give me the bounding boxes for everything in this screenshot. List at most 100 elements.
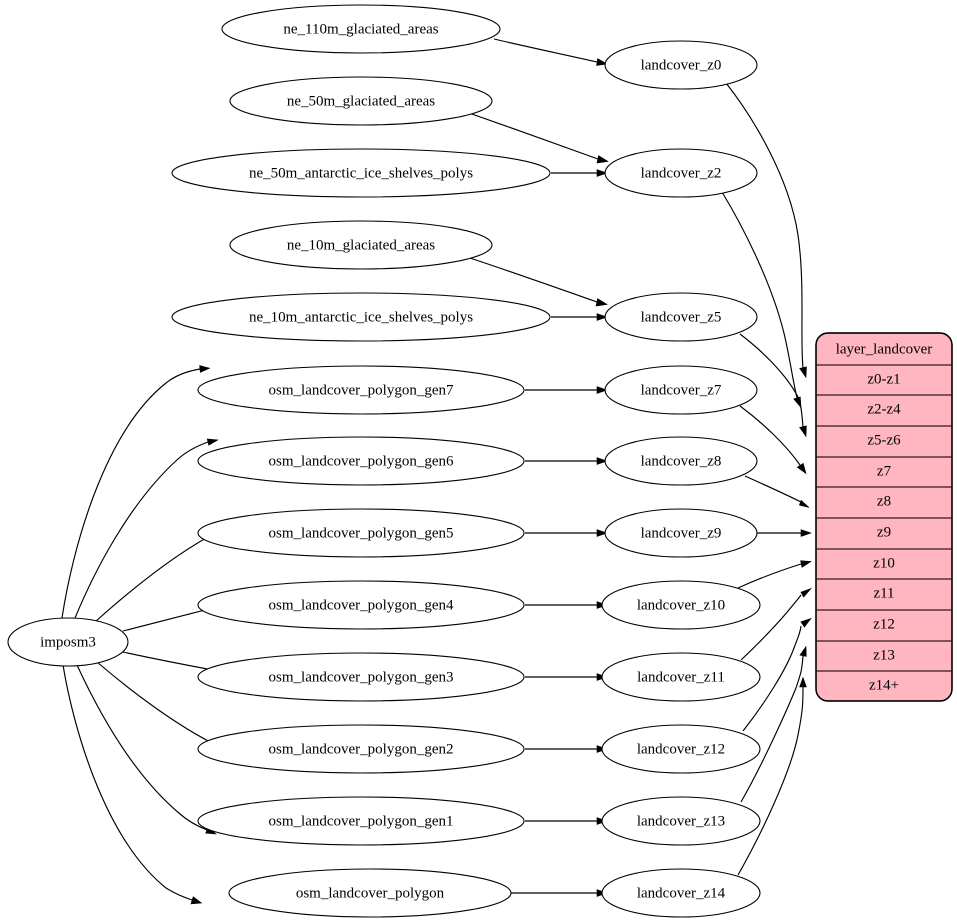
node-landcover-z5-shape[interactable] xyxy=(604,292,758,342)
node-landcover-z14-shape[interactable] xyxy=(601,868,761,918)
node-landcover-z0[interactable]: landcover_z0 xyxy=(604,40,758,90)
record-row-z0-z1[interactable]: z0-z1 xyxy=(816,365,952,395)
record-row-z13-hit[interactable] xyxy=(816,641,952,671)
edge-gen5-to-z9 xyxy=(525,529,608,537)
edge-gen4-to-z10 xyxy=(525,601,608,609)
node-landcover-z8[interactable]: landcover_z8 xyxy=(604,436,758,486)
node-osm-landcover-polygon-gen5-shape[interactable] xyxy=(197,508,525,558)
node-imposm3-shape[interactable] xyxy=(7,617,129,667)
node-landcover-z0-shape[interactable] xyxy=(604,40,758,90)
node-ne-50m-antarctic-ice-shelves-polys-shape[interactable] xyxy=(171,148,551,198)
edge-ne110m-to-z0 xyxy=(493,38,608,66)
node-osm-landcover-polygon-gen4-shape[interactable] xyxy=(197,580,525,630)
node-osm-landcover-polygon[interactable]: osm_landcover_polygon xyxy=(228,868,512,918)
node-osm-landcover-polygon-gen4[interactable]: osm_landcover_polygon_gen4 xyxy=(197,580,525,630)
record-row-z9[interactable]: z9 xyxy=(816,518,952,549)
node-osm-landcover-polygon-gen3-shape[interactable] xyxy=(197,652,525,702)
node-osm-landcover-polygon-gen2[interactable]: osm_landcover_polygon_gen2 xyxy=(197,724,525,774)
edge-gen2-to-z12 xyxy=(525,745,608,753)
node-ne-110m-glaciated-areas[interactable]: ne_110m_glaciated_areas xyxy=(221,4,501,54)
record-row-z10[interactable]: z10 xyxy=(816,549,952,579)
record-row-z2-z4-hit[interactable] xyxy=(816,395,952,426)
record-row-z11-hit[interactable] xyxy=(816,579,952,610)
node-landcover-z11-shape[interactable] xyxy=(601,652,761,702)
record-row-z8-hit[interactable] xyxy=(816,487,952,518)
node-osm-landcover-polygon-gen6[interactable]: osm_landcover_polygon_gen6 xyxy=(197,436,525,486)
node-osm-landcover-polygon-gen6-shape[interactable] xyxy=(197,436,525,486)
record-row-z13[interactable]: z13 xyxy=(816,641,952,671)
edge-z14-to-row-z14plus xyxy=(737,676,807,876)
edge-ne10m-antarctic-to-z5 xyxy=(551,313,608,321)
record-row-z5-z6-hit[interactable] xyxy=(816,426,952,457)
edges-layer xyxy=(61,38,812,905)
edge-z5-to-row-z5z6 xyxy=(739,333,807,438)
node-landcover-z2-shape[interactable] xyxy=(604,148,758,198)
node-landcover-z9[interactable]: landcover_z9 xyxy=(604,508,758,558)
edge-imposm3-to-osm-landcover-polygon xyxy=(62,664,203,905)
node-landcover-z13[interactable]: landcover_z13 xyxy=(601,796,761,846)
node-ne-50m-antarctic-ice-shelves-polys[interactable]: ne_50m_antarctic_ice_shelves_polys xyxy=(171,148,551,198)
edge-ne10m-glaciated-to-z5 xyxy=(469,257,608,307)
record-row-z12-hit[interactable] xyxy=(816,610,952,641)
edge-gen1-to-z13 xyxy=(525,817,608,825)
record-row-z0-z1-hit[interactable] xyxy=(816,365,952,395)
node-landcover-z13-shape[interactable] xyxy=(601,796,761,846)
edge-imposm3-to-gen6 xyxy=(74,438,219,619)
node-osm-landcover-polygon-gen1[interactable]: osm_landcover_polygon_gen1 xyxy=(197,796,525,846)
edge-imposm3-to-gen1 xyxy=(76,664,217,835)
node-landcover-z2[interactable]: landcover_z2 xyxy=(604,148,758,198)
node-osm-landcover-polygon-gen2-shape[interactable] xyxy=(197,724,525,774)
edge-ne50m-glaciated-to-z2 xyxy=(468,112,609,164)
edge-z11-to-row-z11 xyxy=(740,587,812,661)
node-landcover-z12-shape[interactable] xyxy=(601,724,761,774)
record-row-z9-hit[interactable] xyxy=(816,518,952,549)
node-landcover-z10[interactable]: landcover_z10 xyxy=(601,580,761,630)
record-row-z7-hit[interactable] xyxy=(816,457,952,487)
node-osm-landcover-polygon-gen7-shape[interactable] xyxy=(197,365,525,415)
record-row-z7[interactable]: z7 xyxy=(816,457,952,487)
edge-z9-to-row-z9 xyxy=(755,529,812,537)
record-row-z5-z6[interactable]: z5-z6 xyxy=(816,426,952,457)
node-osm-landcover-polygon-shape[interactable] xyxy=(228,868,512,918)
node-ne-50m-glaciated-areas-shape[interactable] xyxy=(229,76,493,126)
record-row-z11[interactable]: z11 xyxy=(816,579,952,610)
node-osm-landcover-polygon-gen5[interactable]: osm_landcover_polygon_gen5 xyxy=(197,508,525,558)
node-landcover-z12[interactable]: landcover_z12 xyxy=(601,724,761,774)
record-row-z10-hit[interactable] xyxy=(816,549,952,579)
node-layer-landcover-record[interactable]: layer_landcover z0-z1 z2-z4 z5-z6 z7 xyxy=(815,332,953,702)
node-landcover-z8-shape[interactable] xyxy=(604,436,758,486)
node-landcover-z9-shape[interactable] xyxy=(604,508,758,558)
node-ne-50m-glaciated-areas[interactable]: ne_50m_glaciated_areas xyxy=(229,76,493,126)
edge-z8-to-row-z8 xyxy=(744,475,810,508)
node-landcover-z11[interactable]: landcover_z11 xyxy=(601,652,761,702)
node-osm-landcover-polygon-gen1-shape[interactable] xyxy=(197,796,525,846)
node-landcover-z5[interactable]: landcover_z5 xyxy=(604,292,758,342)
edge-z7-to-row-z7 xyxy=(739,405,807,475)
edge-gen6-to-z8 xyxy=(525,457,608,465)
node-ne-10m-antarctic-ice-shelves-polys-shape[interactable] xyxy=(171,292,551,342)
node-imposm3[interactable]: imposm3 xyxy=(7,617,129,667)
edge-z0-to-row-z0z1 xyxy=(725,82,807,379)
node-ne-10m-glaciated-areas[interactable]: ne_10m_glaciated_areas xyxy=(229,220,493,270)
node-ne-110m-glaciated-areas-shape[interactable] xyxy=(221,4,501,54)
record-row-z8[interactable]: z8 xyxy=(816,487,952,518)
node-landcover-z14[interactable]: landcover_z14 xyxy=(601,868,761,918)
node-landcover-z7[interactable]: landcover_z7 xyxy=(604,365,758,415)
node-landcover-z10-shape[interactable] xyxy=(601,580,761,630)
node-osm-landcover-polygon-gen3[interactable]: osm_landcover_polygon_gen3 xyxy=(197,652,525,702)
node-osm-landcover-polygon-gen7[interactable]: osm_landcover_polygon_gen7 xyxy=(197,365,525,415)
node-ne-10m-glaciated-areas-shape[interactable] xyxy=(229,220,493,270)
edge-gen7-to-z7 xyxy=(525,386,608,394)
record-row-z14plus[interactable]: z14+ xyxy=(816,671,952,701)
record-row-z2-z4[interactable]: z2-z4 xyxy=(816,395,952,426)
edge-z12-to-row-z12 xyxy=(742,617,812,732)
edge-gen3-to-z11 xyxy=(525,673,608,681)
edge-z13-to-row-z13 xyxy=(740,645,807,803)
node-landcover-z7-shape[interactable] xyxy=(604,365,758,415)
node-ne-10m-antarctic-ice-shelves-polys[interactable]: ne_10m_antarctic_ice_shelves_polys xyxy=(171,292,551,342)
layer-landcover-record-outline xyxy=(815,332,953,702)
edge-imposm3-to-gen7 xyxy=(61,365,211,619)
record-row-z12[interactable]: z12 xyxy=(816,610,952,641)
record-row-z14plus-hit[interactable] xyxy=(816,671,952,701)
